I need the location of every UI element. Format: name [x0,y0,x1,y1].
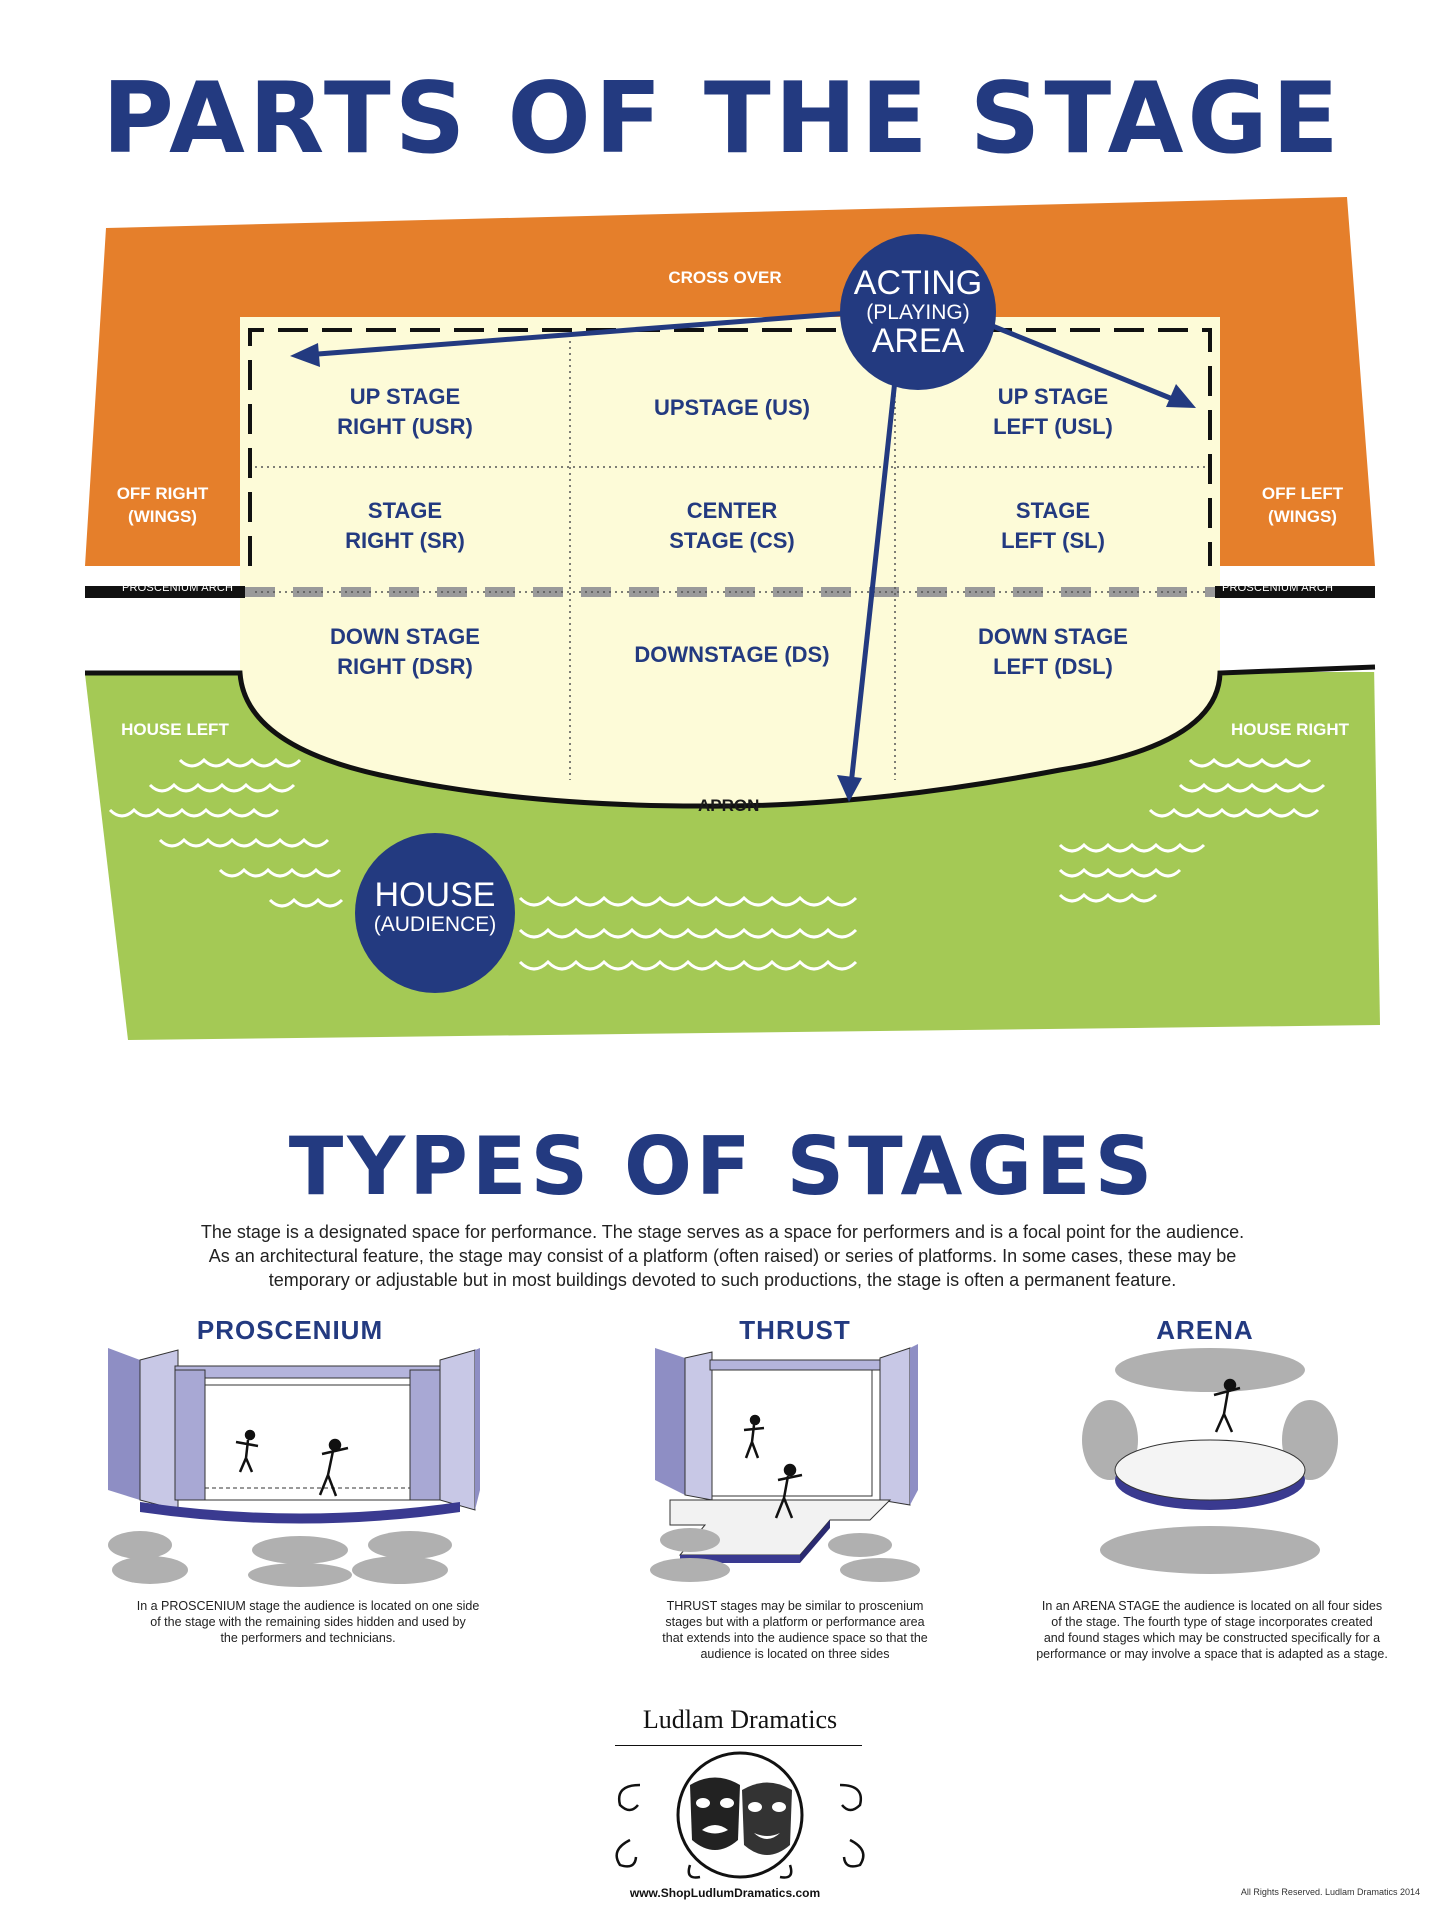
zone-sr-line2: RIGHT (SR) [345,528,465,553]
proscenium-illustration [108,1348,480,1587]
acting-area-circle [840,234,996,390]
description-line: of the stage with the remaining sides hi… [150,1615,466,1629]
apron-label: APRON [698,796,760,815]
arena-description: In an ARENA STAGE the audience is locate… [1022,1598,1402,1662]
description-line: performance or may involve a space that … [1036,1647,1388,1661]
proscenium-bar-right [1215,586,1375,598]
acting-area-line2: (PLAYING) [866,300,970,324]
intro-line: temporary or adjustable but in most buil… [268,1270,1177,1290]
description-line: that extends into the audience space so … [662,1631,928,1645]
zone-us-line1: UPSTAGE (US) [653,395,811,420]
description-line: In a PROSCENIUM stage the audience is lo… [136,1599,480,1613]
off-left-line1: OFF LEFT [1261,484,1344,503]
page-title: PARTS OF THE STAGE [102,62,1343,176]
zone-dsl: DOWN STAGE LEFT (DSL) [893,622,1213,682]
zone-usl-line2: LEFT (USL) [993,414,1113,439]
intro-paragraph: The stage is a designated space for perf… [160,1220,1285,1292]
description-line: of the stage. The fourth type of stage i… [1051,1615,1373,1629]
zone-dsr-line1: DOWN STAGE [330,624,480,649]
house-line1: HOUSE [374,876,496,914]
zone-cs-line1: CENTER [686,498,778,523]
zone-dsr-line2: RIGHT (DSR) [337,654,473,679]
theatre-masks-logo [615,1745,865,1879]
zone-sl-line1: STAGE [1015,498,1091,523]
off-left-label: OFF LEFT (WINGS) [1240,482,1365,528]
zone-cs-line2: STAGE (CS) [669,528,795,553]
zone-usl: UP STAGE LEFT (USL) [893,382,1213,442]
house-circle [355,833,515,993]
off-right-label: OFF RIGHT (WINGS) [100,482,225,528]
audience-seats [108,757,1326,971]
acting-area-label: ACTING (PLAYING) AREA [840,264,996,360]
description-line: the performers and technicians. [220,1631,396,1645]
arena-illustration [1082,1348,1338,1574]
description-line: THRUST stages may be similar to prosceni… [666,1599,924,1613]
zone-usl-line1: UP STAGE [997,384,1109,409]
types-title: TYPES OF STAGES [288,1120,1157,1213]
thrust-heading: THRUST [739,1315,851,1345]
zone-usr-line1: UP STAGE [349,384,461,409]
off-left-line2: (WINGS) [1268,507,1337,526]
description-line: and found stages which may be constructe… [1043,1631,1381,1645]
proscenium-heading: PROSCENIUM [196,1315,384,1345]
zone-sl: STAGE LEFT (SL) [893,496,1213,556]
proscenium-bar-left [85,586,245,598]
proscenium-arch-label-right: PROSCENIUM ARCH [1222,582,1334,594]
acting-area-border [248,328,1212,566]
cross-over-label: CROSS OVER [668,268,782,287]
zone-sr: STAGE RIGHT (SR) [245,496,565,556]
house-line2: (AUDIENCE) [373,912,497,936]
acting-area-arrows [290,310,1196,802]
description-line: audience is located on three sides [700,1647,890,1661]
zone-us: UPSTAGE (US) [572,393,892,423]
backstage-area [85,197,1375,566]
zone-dsr: DOWN STAGE RIGHT (DSR) [245,622,565,682]
thrust-description: THRUST stages may be similar to prosceni… [605,1598,985,1662]
intro-line: As an architectural feature, the stage m… [208,1246,1237,1266]
thrust-illustration [650,1344,920,1582]
house-edge-line [85,664,1376,809]
stage-type-illustrations [108,1344,1338,1587]
zone-ds: DOWNSTAGE (DS) [572,640,892,670]
zone-cs: CENTER STAGE (CS) [572,496,892,556]
proscenium-description: In a PROSCENIUM stage the audience is lo… [118,1598,498,1646]
stage-floor [240,317,1220,807]
copyright-text: All Rights Reserved. Ludlam Dramatics 20… [1240,1887,1420,1897]
website-url[interactable]: www.ShopLudlumDramatics.com [629,1886,821,1900]
off-right-line2: (WINGS) [128,507,197,526]
stage-diagram [85,197,1380,1040]
zone-sr-line1: STAGE [367,498,443,523]
zone-usr: UP STAGE RIGHT (USR) [245,382,565,442]
brand-name: Ludlam Dramatics [642,1705,838,1734]
zone-usr-line2: RIGHT (USR) [337,414,473,439]
off-right-line1: OFF RIGHT [116,484,209,503]
proscenium-arch-label-left: PROSCENIUM ARCH [122,582,234,594]
zone-dsl-line1: DOWN STAGE [978,624,1128,649]
description-line: stages but with a platform or performanc… [665,1615,925,1629]
description-line: In an ARENA STAGE the audience is locate… [1041,1599,1383,1613]
acting-area-line1: ACTING [853,264,983,302]
zone-dsl-line2: LEFT (DSL) [993,654,1113,679]
intro-line: The stage is a designated space for perf… [200,1222,1245,1242]
house-left-label: HOUSE LEFT [121,720,229,739]
zone-sl-line2: LEFT (SL) [1001,528,1105,553]
arena-heading: ARENA [1156,1315,1254,1345]
house-label: HOUSE (AUDIENCE) [355,876,515,936]
house-right-label: HOUSE RIGHT [1230,720,1350,739]
zone-ds-line1: DOWNSTAGE (DS) [634,642,830,667]
acting-area-line3: AREA [871,321,965,360]
